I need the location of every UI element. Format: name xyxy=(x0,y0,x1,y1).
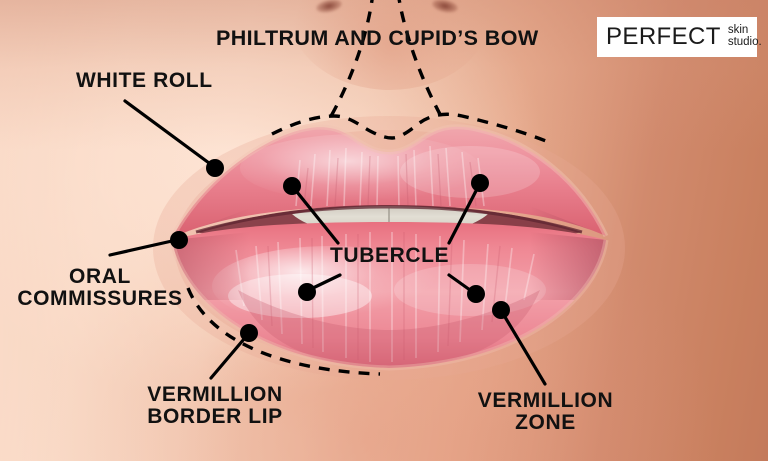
brand-name: PERFECT xyxy=(606,23,721,50)
label-tubercle: TUBERCLE xyxy=(330,244,450,267)
label-vermillion-border-lip: VERMILLION BORDER LIP xyxy=(147,383,283,428)
label-white-roll: WHITE ROLL xyxy=(76,69,213,92)
label-vermillion-zone: VERMILLION ZONE xyxy=(477,389,614,434)
brand-logo: PERFECT skin studio. xyxy=(597,17,762,57)
label-oral-commissures: ORAL COMMISSURES xyxy=(17,265,183,310)
label-philtrum-and-cupids-bow: PHILTRUM AND CUPID’S BOW xyxy=(216,26,539,50)
brand-tagline: skin studio. xyxy=(727,24,762,48)
